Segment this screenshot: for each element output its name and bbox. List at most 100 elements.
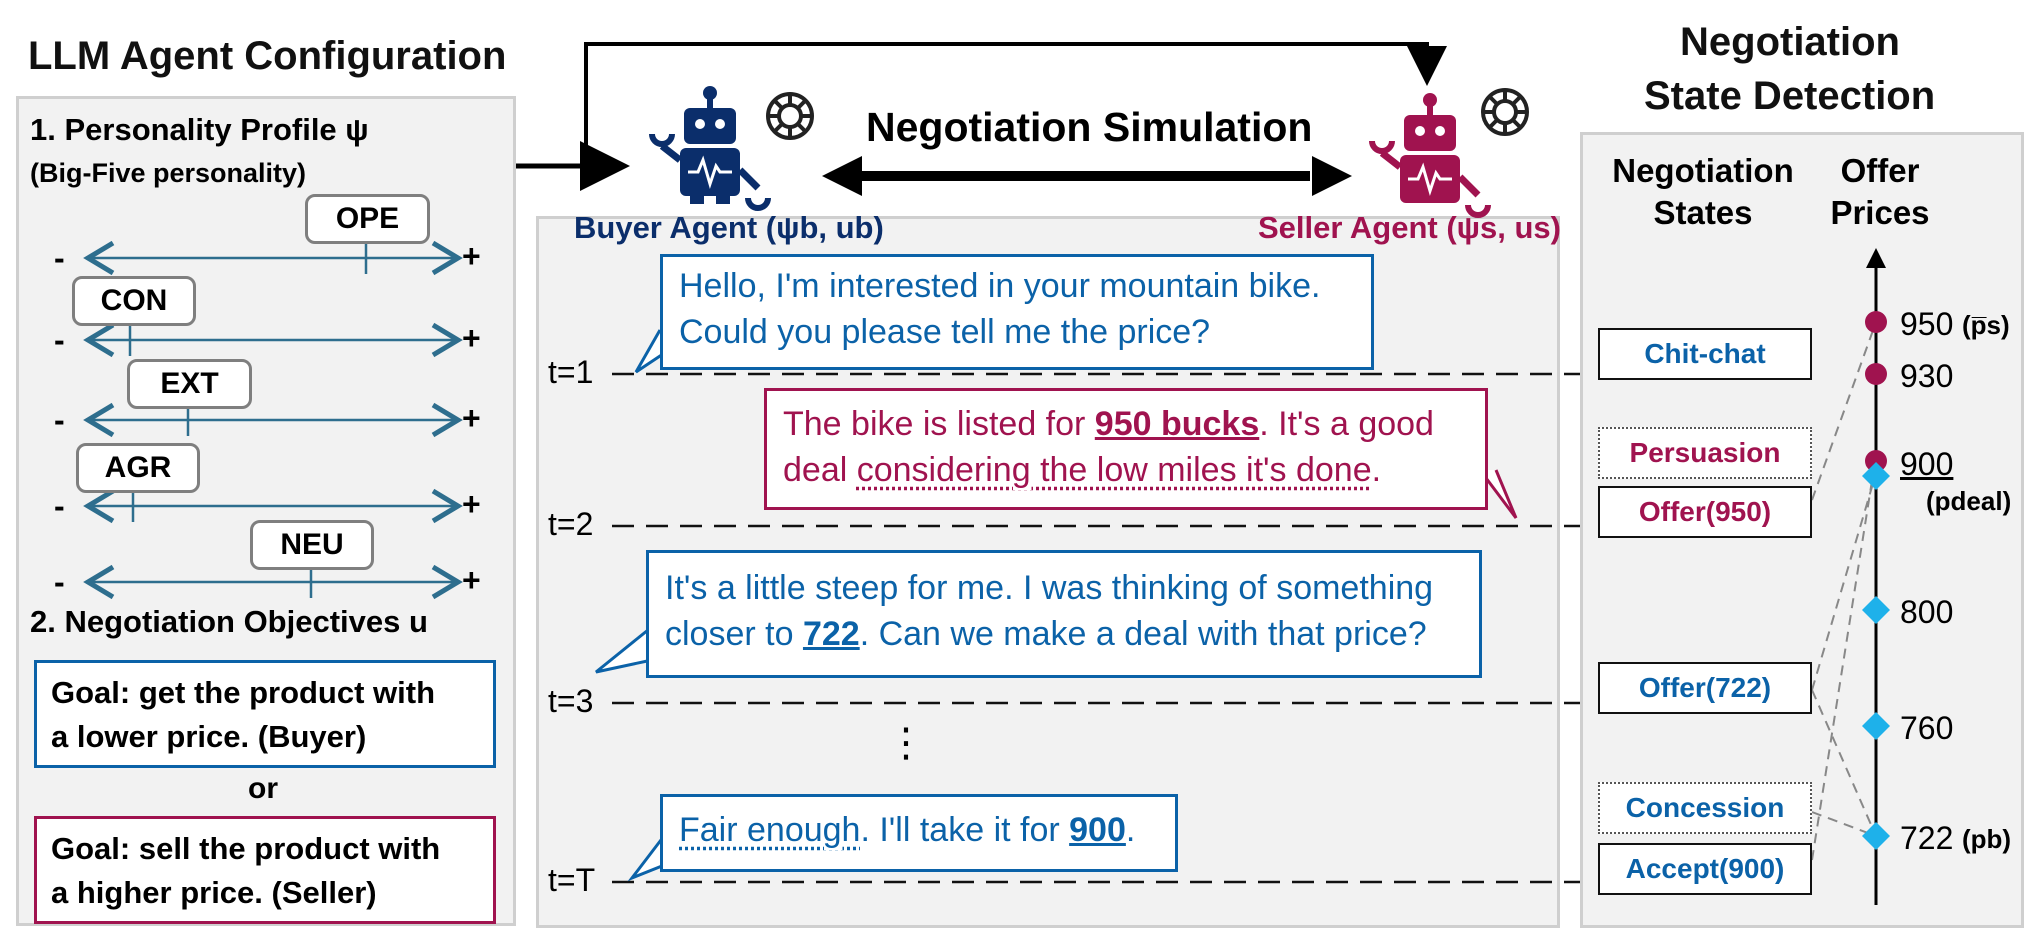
message-t3-price: 722 — [802, 615, 860, 653]
trait-ope: OPE — [305, 194, 430, 244]
state-accept-900: Accept(900) — [1598, 843, 1812, 895]
message-t2-price: 950 bucks — [1094, 405, 1260, 443]
config-title: LLM Agent Configuration — [28, 34, 507, 78]
prices-column-header: Offer Prices — [1820, 150, 1940, 234]
buyer-goal-line2: a lower price. (Buyer) — [51, 719, 367, 754]
seller-agent-label: Seller Agent (ψs, us) — [1258, 210, 1561, 245]
simulation-arrow-left-head — [822, 156, 862, 196]
bubble-tail-t3 — [595, 628, 653, 674]
states-header-line2: States — [1653, 194, 1753, 231]
trait-neu: NEU — [250, 520, 374, 570]
state-persuasion: Persuasion — [1598, 427, 1812, 479]
trait-agr: AGR — [76, 443, 200, 493]
buyer-agent-label: Buyer Agent (ψb, ub) — [574, 210, 884, 245]
connector-concession — [1811, 811, 1877, 837]
message-tT-concession-span: Fair enough — [679, 811, 861, 849]
price-label-930: 930 — [1900, 358, 1954, 394]
trait-con: CON — [72, 276, 196, 326]
message-t2-pre: The bike is listed for — [783, 405, 1095, 443]
con-minus: - — [54, 322, 65, 358]
message-t2-line2a: deal — [783, 451, 857, 489]
connector-accept900-a — [1811, 467, 1875, 861]
message-tT-post: . — [1125, 811, 1136, 849]
message-tT-mid: . I'll take it for — [860, 811, 1070, 849]
state-offer-950: Offer(950) — [1598, 486, 1812, 538]
neu-minus: - — [54, 564, 65, 600]
ext-plus: + — [462, 400, 481, 436]
price-marker-930 — [1865, 363, 1887, 385]
agr-plus: + — [462, 486, 481, 522]
price-marker-800 — [1862, 596, 1890, 624]
ellipsis: ⋮ — [886, 721, 926, 765]
state-chit-chat: Chit-chat — [1598, 328, 1812, 380]
personality-subheading: (Big-Five personality) — [30, 158, 307, 188]
buyer-message-t1: Hello, I'm interested in your mountain b… — [660, 254, 1374, 370]
seller-robot-icon — [1369, 93, 1491, 218]
message-t3-pre: closer to — [665, 615, 803, 653]
seller-message-t2: The bike is listed for 950 bucks. It's a… — [764, 388, 1488, 510]
prices-header-line1: Offer — [1840, 152, 1920, 189]
price-note-900: (pdeal) — [1926, 486, 2012, 516]
bubble-tail-t2 — [1478, 469, 1518, 519]
message-t2-persuasion-span: considering the low miles it's done — [856, 451, 1372, 489]
price-marker-950 — [1865, 311, 1887, 333]
message-t1-line2: Could you please tell me the price? — [679, 313, 1211, 351]
price-label-950: 950 — [1900, 306, 1954, 342]
message-t3-post: . Can we make a deal with that price? — [859, 615, 1427, 653]
objectives-heading: 2. Negotiation Objectives u — [30, 604, 428, 639]
turn-label-t2: t=2 — [548, 506, 594, 542]
message-t2-post: . It's a good — [1259, 405, 1434, 443]
price-note-950: (p̅s) — [1962, 310, 2010, 340]
message-t2-line2: deal considering the low miles it's done… — [783, 447, 1469, 493]
state-detection-title-1: Negotiation — [1680, 20, 1900, 64]
neu-plus: + — [462, 562, 481, 598]
ext-minus: - — [54, 402, 65, 438]
turn-label-t1: t=1 — [548, 354, 594, 390]
state-offer-722: Offer(722) — [1598, 662, 1812, 714]
state-detection-title-2: State Detection — [1644, 74, 1936, 118]
ope-minus: - — [54, 240, 65, 276]
price-label-800: 800 — [1900, 594, 1954, 630]
personality-heading: 1. Personality Profile ψ — [30, 112, 369, 147]
states-header-line1: Negotiation — [1612, 152, 1794, 189]
trait-scales — [83, 240, 463, 600]
connector-offer950 — [1811, 321, 1877, 501]
price-note-722: (pb) — [1962, 824, 2012, 854]
seller-goal-box: Goal: sell the product with a higher pri… — [34, 816, 496, 924]
message-tT-price: 900 — [1069, 811, 1126, 849]
price-label-900: 900 — [1900, 446, 1954, 482]
price-label-722: 722 — [1900, 820, 1954, 856]
con-plus: + — [462, 320, 481, 356]
price-axis-arrowhead — [1866, 248, 1886, 268]
agr-minus: - — [54, 488, 65, 524]
price-marker-760 — [1862, 712, 1890, 740]
config-to-seller-arrow — [584, 42, 1447, 166]
state-concession: Concession — [1598, 782, 1812, 834]
seller-goal-line2: a higher price. (Seller) — [51, 875, 377, 910]
states-column-header: Negotiation States — [1596, 150, 1810, 234]
connector-accept900-b — [1811, 479, 1875, 691]
or-label: or — [248, 772, 278, 805]
connector-offer722 — [1811, 689, 1877, 837]
message-t2-line2c: . — [1371, 451, 1382, 489]
message-t2-line1: The bike is listed for 950 bucks. It's a… — [783, 401, 1469, 447]
buyer-goal-line1: Goal: get the product with — [51, 675, 436, 710]
seller-goal-line1: Goal: sell the product with — [51, 831, 441, 866]
openai-icon-seller — [1481, 88, 1529, 136]
price-label-760: 760 — [1900, 710, 1954, 746]
simulation-arrow-right-head — [1312, 156, 1352, 196]
message-t1-line1: Hello, I'm interested in your mountain b… — [679, 267, 1321, 305]
ope-plus: + — [462, 238, 481, 274]
price-marker-900-buyer — [1862, 462, 1890, 490]
turn-label-tT: t=T — [548, 862, 596, 898]
message-t3-line2: closer to 722. Can we make a deal with t… — [665, 611, 1463, 657]
message-tT-line: Fair enough. I'll take it for 900. — [679, 807, 1159, 853]
prices-header-line2: Prices — [1830, 194, 1930, 231]
openai-icon-buyer — [766, 92, 814, 140]
price-marker-900-seller — [1865, 450, 1887, 472]
buyer-message-t3: It's a little steep for me. I was thinki… — [646, 550, 1482, 678]
turn-label-t3: t=3 — [548, 683, 594, 719]
price-marker-722 — [1862, 822, 1890, 850]
buyer-goal-box: Goal: get the product with a lower price… — [34, 660, 496, 768]
